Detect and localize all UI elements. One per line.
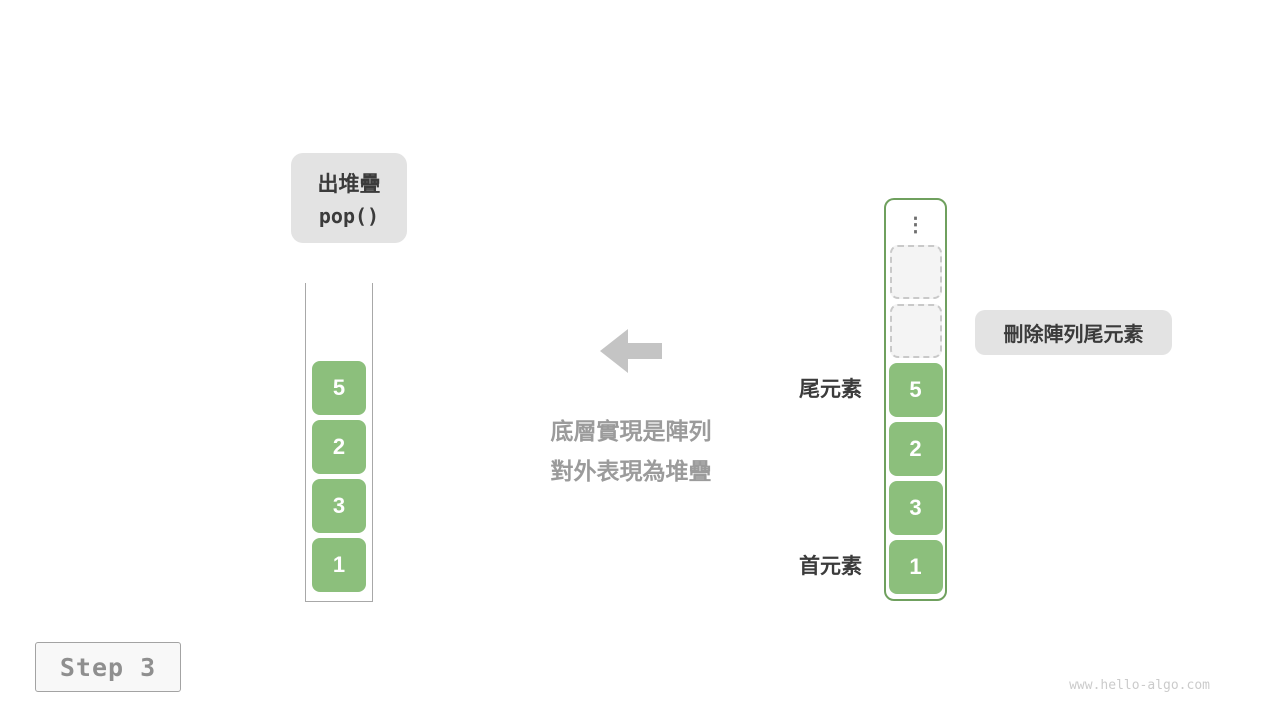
array-item: 1	[888, 540, 943, 594]
watermark: www.hello-algo.com	[1069, 678, 1210, 693]
tail-element-label: 尾元素	[799, 378, 862, 401]
annotation-label: 刪除陣列尾元素	[975, 310, 1172, 355]
empty-slot	[889, 304, 942, 358]
stack-item: 3	[312, 479, 366, 533]
array-item: 2	[888, 422, 943, 476]
vertical-ellipsis-icon: ⋮	[905, 213, 926, 236]
stack-item: 5	[312, 361, 366, 415]
array-item: 5	[888, 363, 943, 417]
stack-item: 1	[312, 538, 366, 592]
caption-line-2: 對外表現為堆疊	[550, 458, 712, 484]
stack-container: 5 2 3 1	[305, 283, 373, 602]
arrow-left-icon	[600, 329, 662, 373]
step-label: Step 3	[59, 652, 157, 682]
array-item: 3	[888, 481, 943, 535]
pop-operation-name: 出堆疊	[317, 173, 381, 196]
head-element-label: 首元素	[799, 555, 862, 578]
pop-method-name: pop()	[318, 204, 380, 228]
empty-slot	[889, 245, 942, 299]
caption-line-1: 底層實現是陣列	[550, 418, 712, 444]
stack-item: 2	[312, 420, 366, 474]
caption: 底層實現是陣列 對外表現為堆疊	[481, 411, 781, 491]
pop-operation-label: 出堆疊 pop()	[291, 153, 407, 243]
step-badge: Step 3	[35, 642, 181, 692]
array-container: ⋮ 5 2 3 1	[884, 198, 947, 601]
